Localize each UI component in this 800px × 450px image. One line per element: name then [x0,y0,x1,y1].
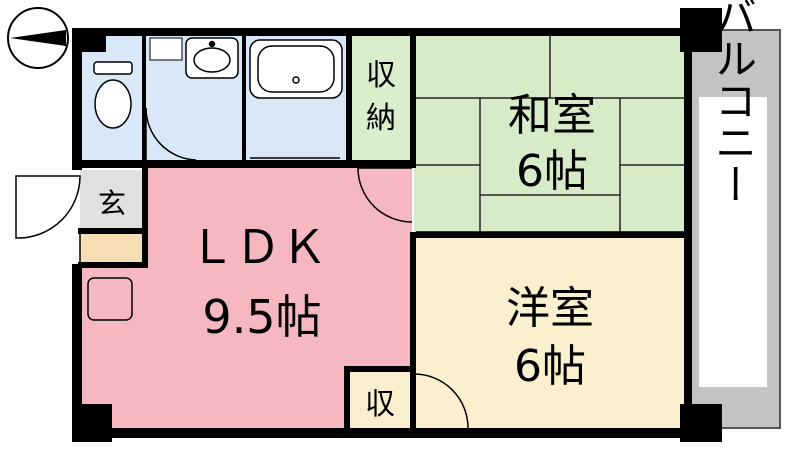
washing-machine-pan [149,37,183,61]
storage-small-area [350,372,412,428]
tatami-lines [414,35,686,235]
yoshitsu-size-label: 6帖 [514,341,586,392]
kitchen-sink-icon [87,277,133,321]
sliding-doors [250,98,689,400]
washitsu-size-label: 6帖 [516,146,588,197]
yoshitsu-name-label: 洋室 [506,283,594,334]
washitsu-name-label: 和室 [508,90,596,141]
toilet-icon [93,61,133,129]
interior-walls [78,35,686,432]
storage-small-label: 収 [365,387,395,422]
storage-top-area [350,35,412,162]
ldk-name-label: ＬＤＫ [189,220,327,274]
door-swing-icon [15,107,469,429]
washbasin-icon [185,37,239,79]
ldk-size-label: 9.5帖 [202,290,321,344]
storage-top-label-1: 収 [366,58,396,93]
bathtub-icon [249,39,343,99]
kitchen-area [80,266,146,430]
entrance-area [80,170,144,230]
north-arrow-icon [7,7,69,69]
shoe-cabinet [79,231,145,265]
walls [72,8,722,442]
storage-top-label-2: 納 [366,101,396,136]
genkan-label: 玄 [98,187,126,220]
